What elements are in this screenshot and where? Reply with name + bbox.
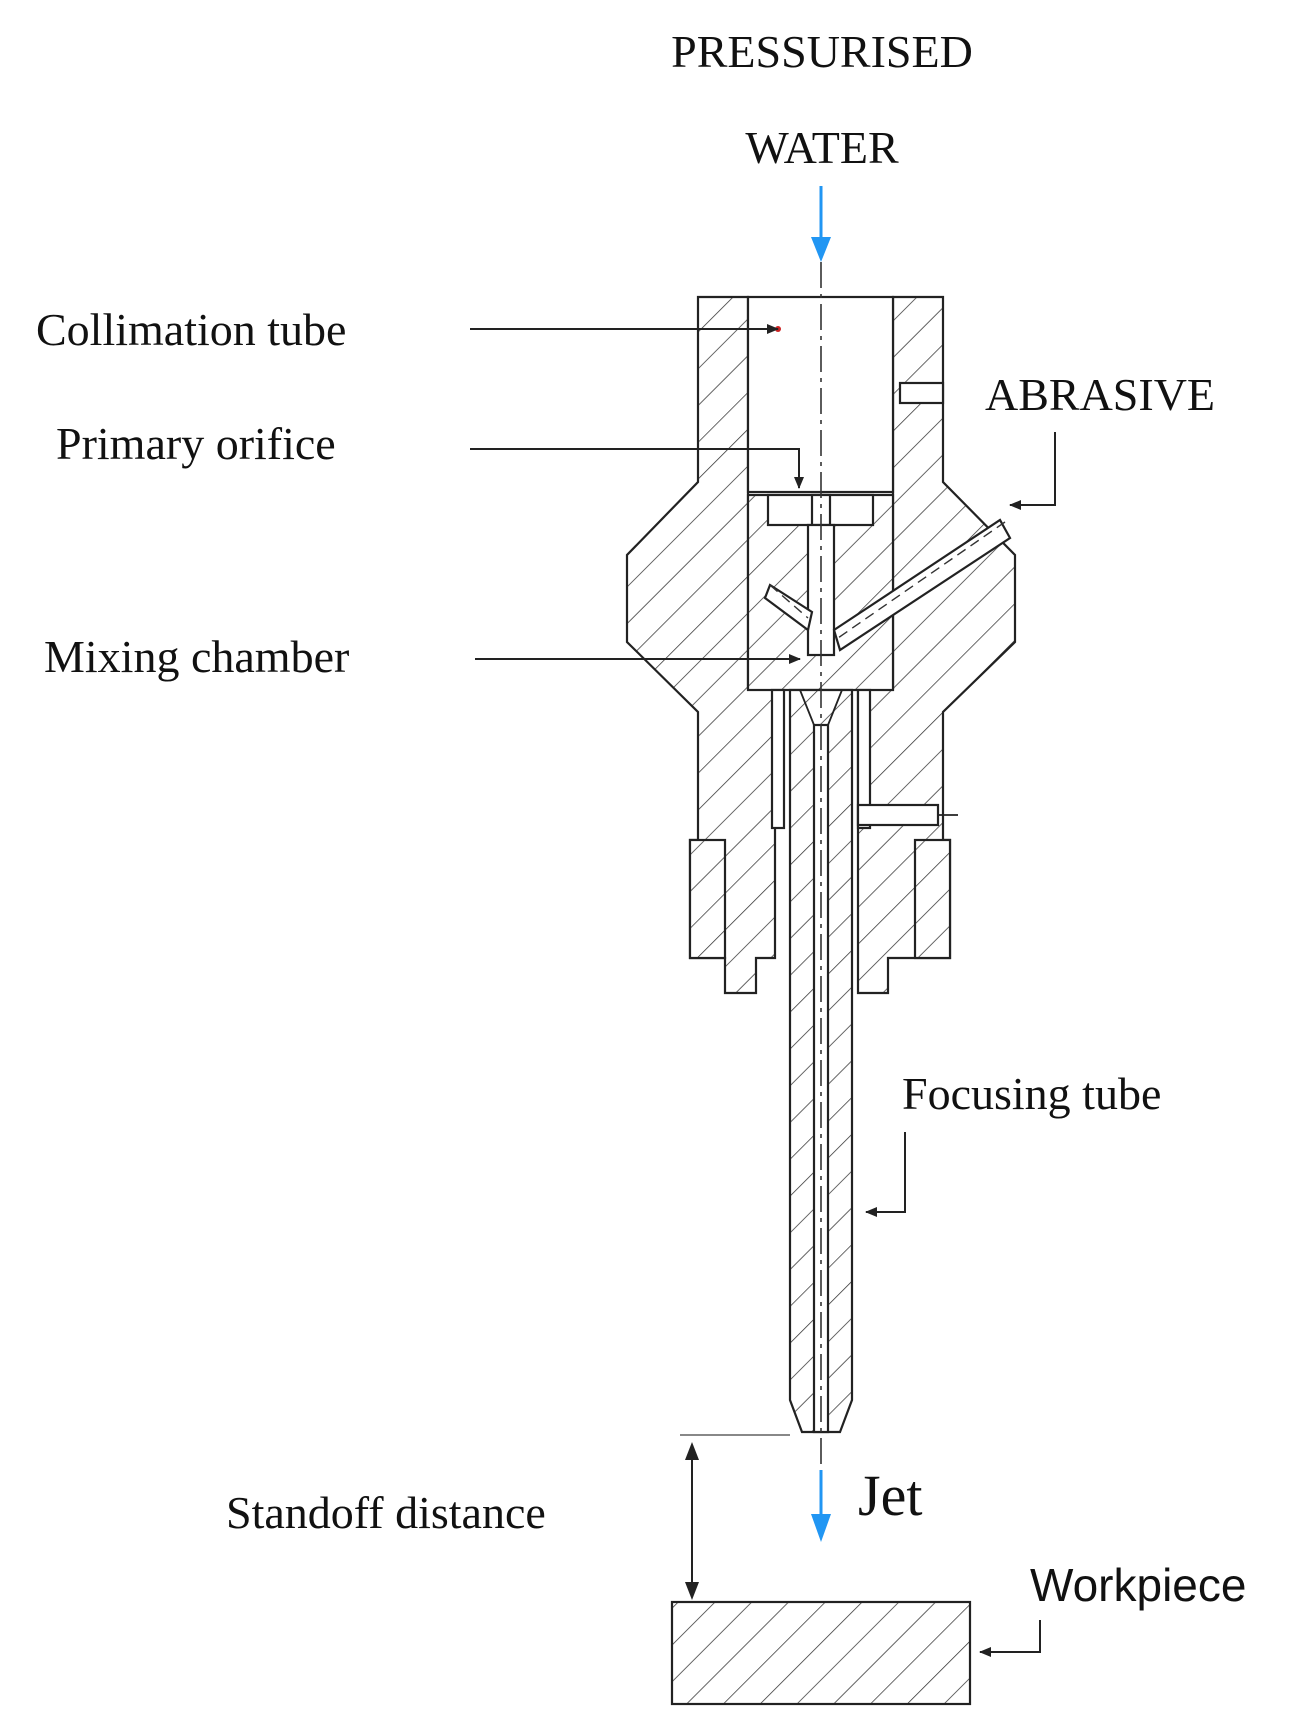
inner-sleeve-right	[856, 688, 872, 830]
workpiece-label: Workpiece	[1030, 1559, 1246, 1611]
focusing-tube-leader	[865, 1132, 906, 1217]
set-screw	[856, 803, 940, 827]
workpiece-leader	[979, 1620, 1041, 1657]
abrasive-flow-path	[837, 521, 1006, 639]
collimation-tube-label: Collimation tube	[36, 304, 346, 355]
abrasive-flow-path-left	[769, 584, 809, 619]
workpiece	[670, 1600, 972, 1706]
primary-orifice-leader	[470, 448, 804, 489]
abrasive-label: ABRASIVE	[985, 369, 1215, 420]
jet-label: Jet	[858, 1463, 922, 1528]
inlet-label-line1: PRESSURISED	[671, 26, 973, 77]
clamp-nut-left	[688, 838, 727, 960]
focusing-tube-inlet-cone	[799, 689, 843, 726]
abrasive-channel-right	[832, 518, 1012, 652]
jet-arrow	[811, 1470, 831, 1542]
abrasive-leader	[1009, 432, 1056, 510]
primary-orifice-label: Primary orifice	[56, 418, 336, 469]
inner-sleeve-left	[770, 688, 786, 830]
inlet-label-line2: WATER	[745, 122, 899, 173]
mixing-chamber-label: Mixing chamber	[44, 631, 349, 682]
standoff-distance-label: Standoff distance	[226, 1487, 546, 1538]
water-inlet-arrow	[811, 186, 831, 262]
clamp-nut-right	[913, 838, 952, 960]
focusing-tube-label: Focusing tube	[902, 1068, 1161, 1119]
standoff-dimension	[680, 1434, 790, 1600]
abrasive-port-slot	[898, 381, 945, 405]
